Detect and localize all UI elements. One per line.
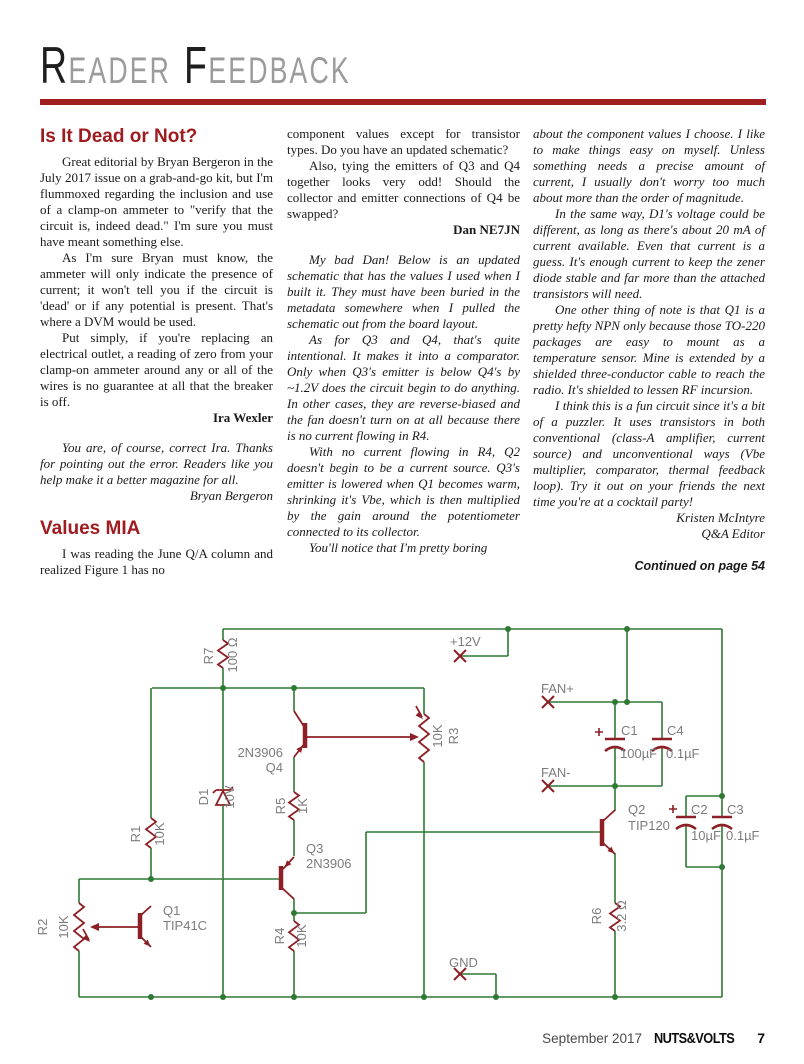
reply-signature-title: Q&A Editor	[701, 526, 765, 541]
editor-reply-paragraph: about the component values I choose. I l…	[533, 126, 765, 205]
resistor-r5	[287, 791, 301, 821]
masthead-initial: R	[40, 37, 69, 95]
label-d1-value: 10V	[222, 785, 237, 808]
label-q3-part: 2N3906	[306, 856, 352, 871]
label-r3-name: R3	[446, 728, 461, 745]
paragraph: Also, tying the emitters of Q3 and Q4 to…	[287, 158, 520, 221]
column-2: component values except for transistor t…	[287, 126, 520, 556]
paragraph: I was reading the June Q/A column and re…	[40, 546, 273, 577]
editor-reply-paragraph: With no current flowing in R4, Q2 doesn'…	[287, 444, 520, 539]
paragraph: component values except for transistor t…	[287, 126, 520, 157]
label-q2-name: Q2	[628, 802, 645, 817]
masthead-initial: F	[184, 37, 209, 95]
label-c4-value: 0.1µF	[666, 746, 700, 761]
page-number: 7	[757, 1030, 765, 1046]
label-r7-name: R7	[201, 648, 216, 665]
arrowheads	[82, 711, 615, 947]
label-r3-value: 10K	[430, 724, 445, 747]
label-r6-name: R6	[589, 908, 604, 925]
page-footer: September 2017 NUTS&VOLTS 7	[542, 1030, 765, 1047]
potentiometer-r2	[72, 902, 86, 952]
junction-dots	[148, 626, 725, 1000]
article-heading-values-mia: Values MIA	[40, 518, 141, 539]
label-fan-plus: FAN+	[541, 681, 574, 696]
terminal-x-marks	[453, 649, 555, 981]
label-q2-part: TIP120	[628, 818, 670, 833]
label-gnd: GND	[449, 955, 478, 970]
resistor-r4	[287, 920, 301, 952]
label-q3-name: Q3	[306, 841, 323, 856]
letter-signature: Ira Wexler	[212, 410, 273, 425]
label-r5-value: 1K	[295, 798, 310, 814]
resistor-r7	[216, 639, 230, 669]
label-c2-value: 10µF	[691, 828, 721, 843]
resistor-r6	[608, 902, 622, 932]
zener-diode-d1	[212, 786, 234, 806]
resistor-r1	[144, 817, 158, 849]
editor-reply-paragraph: You are, of course, correct Ira. Thanks …	[40, 440, 273, 487]
component-symbols	[72, 639, 733, 981]
label-r1-name: R1	[128, 826, 143, 843]
masthead-word: EEDBACK	[208, 50, 351, 91]
label-r7-value: 100 Ω	[225, 637, 240, 672]
editor-reply-paragraph: My bad Dan! Below is an updated schemati…	[287, 252, 520, 331]
paragraph: Great editorial by Bryan Bergeron in the…	[40, 154, 273, 249]
label-fan-minus: FAN-	[541, 765, 571, 780]
capacitor-plates	[604, 737, 733, 831]
label-q4-name: Q4	[266, 760, 283, 775]
label-r5-name: R5	[273, 798, 288, 815]
label-r1-value: 10K	[152, 822, 167, 845]
editor-reply-paragraph: You'll notice that I'm pretty boring	[309, 540, 488, 555]
editor-reply-paragraph: I think this is a fun circuit since it's…	[533, 398, 765, 509]
magazine-logo: NUTS&VOLTS	[654, 1031, 735, 1047]
label-r4-name: R4	[272, 928, 287, 945]
label-r6-value: 3.2 Ω	[614, 900, 629, 932]
polarity-plus	[595, 728, 677, 813]
editor-reply-paragraph: As for Q3 and Q4, that's quite intention…	[287, 332, 520, 443]
paragraph: As I'm sure Bryan must know, the ammeter…	[40, 250, 273, 329]
page-title: READER FEEDBACK	[40, 36, 351, 96]
footer-date: September 2017	[542, 1031, 642, 1046]
schematic-labels: R7 100 Ω R1 10K R2 10K 10K R3 R4 10K R5 …	[35, 634, 760, 970]
column-3: about the component values I choose. I l…	[533, 126, 765, 574]
label-c2-name: C2	[691, 802, 708, 817]
label-c1-value: 100µF	[620, 746, 657, 761]
masthead-rule	[40, 99, 766, 105]
transistor-bars	[137, 723, 605, 939]
label-c3-name: C3	[727, 802, 744, 817]
reply-signature: Kristen McIntyre	[676, 510, 765, 525]
label-r4-value: 10K	[294, 924, 309, 947]
masthead-word: EADER	[68, 50, 172, 91]
label-q1-name: Q1	[163, 903, 180, 918]
potentiometer-r3	[417, 713, 431, 763]
label-r2-name: R2	[35, 919, 50, 936]
label-c4-name: C4	[667, 723, 684, 738]
reply-signature: Bryan Bergeron	[189, 488, 273, 503]
editor-reply-paragraph: One other thing of note is that Q1 is a …	[533, 302, 765, 397]
paragraph: Put simply, if you're replacing an elect…	[40, 330, 273, 409]
label-d1-name: D1	[196, 789, 211, 806]
continued-notice: Continued on page 54	[634, 559, 765, 573]
editor-reply-paragraph: In the same way, D1's voltage could be d…	[533, 206, 765, 301]
schematic-wires	[78, 628, 723, 998]
column-1: Is It Dead or Not? Great editorial by Br…	[40, 126, 273, 578]
label-q1-part: TIP41C	[163, 918, 207, 933]
article-heading-is-it-dead: Is It Dead or Not?	[40, 126, 198, 147]
label-c1-name: C1	[621, 723, 638, 738]
label-q4-part: 2N3906	[237, 745, 283, 760]
label-r2-value: 10K	[56, 915, 71, 938]
label-v12: +12V	[450, 634, 481, 649]
letter-signature: Dan NE7JN	[453, 222, 520, 237]
label-c3-value: 0.1µF	[726, 828, 760, 843]
